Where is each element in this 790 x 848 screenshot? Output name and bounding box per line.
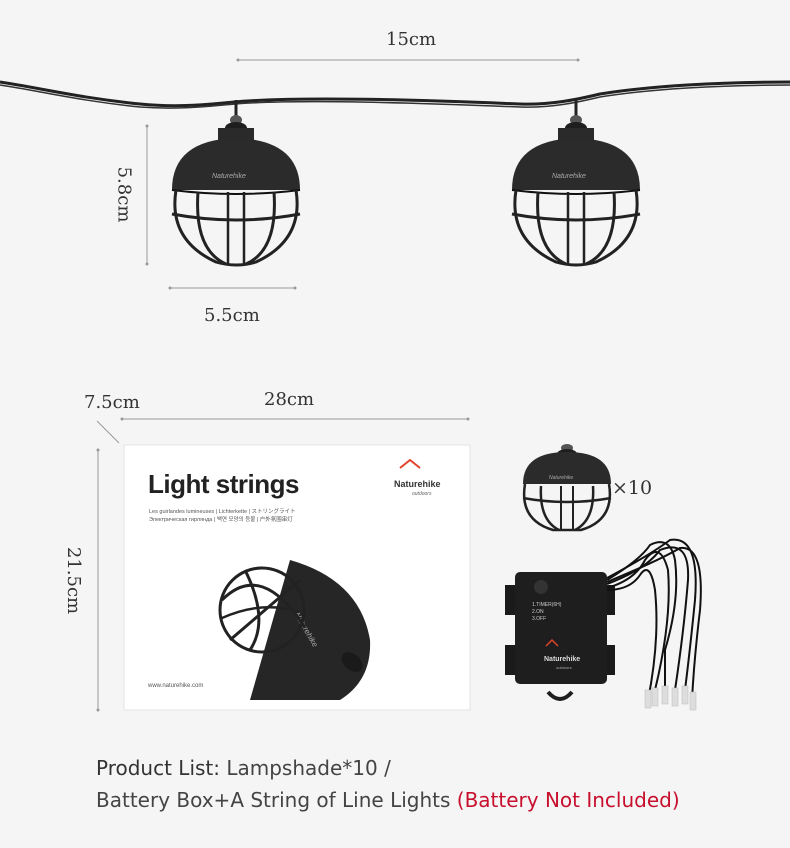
string-wire	[0, 80, 790, 108]
box-logo-mark	[399, 458, 421, 469]
small-lamp: Naturehike	[522, 444, 612, 532]
svg-text:Naturehike: Naturehike	[549, 475, 573, 481]
svg-text:Naturehike: Naturehike	[552, 173, 586, 180]
dim-label-box-depth: 7.5cm	[84, 392, 140, 413]
box-lamp-illustration: Naturehike	[218, 560, 371, 700]
string-wire-2	[0, 84, 790, 109]
battery-box: 1.TIMER(6H) 2.ON 3.OFF Naturehike outdoo…	[505, 572, 615, 701]
battery-mode-2: 2.ON	[532, 609, 544, 615]
lamp-1: Naturehike	[171, 100, 301, 267]
box-title: Light strings	[148, 469, 299, 499]
packaging-box: Light strings Les guirlandes lumineuses …	[124, 445, 470, 710]
dim-label-top-width: 15cm	[386, 29, 437, 50]
battery-mode-3: 3.OFF	[532, 616, 546, 622]
battery-brand: Naturehike	[544, 656, 580, 663]
lamp-2: Naturehike	[511, 100, 641, 267]
dim-line-box-depth	[96, 420, 120, 444]
caption-line-2-main: Battery Box+A String of Line Lights	[96, 788, 457, 812]
dim-label-lamp-width: 5.5cm	[204, 305, 260, 326]
box-url: www.naturehike.com	[148, 683, 204, 689]
svg-text:Naturehike: Naturehike	[212, 173, 246, 180]
battery-mode-1: 1.TIMER(6H)	[532, 602, 562, 608]
dim-label-lamp-height: 5.8cm	[113, 166, 135, 223]
caption-line-1: Product List: Lampshade*10 /	[96, 756, 391, 780]
caption-line-1-rest: Lampshade*10 /	[220, 756, 391, 780]
box-brand: Naturehike	[394, 479, 441, 489]
caption-warning: (Battery Not Included)	[456, 788, 680, 812]
box-brand-sub: outdoors	[412, 491, 432, 497]
dim-label-box-width: 28cm	[264, 389, 315, 410]
battery-brand-sub: outdoors	[556, 665, 572, 670]
dim-label-box-height: 21.5cm	[63, 546, 85, 615]
box-subtitle-1: Les guirlandes lumineuses | Lichterkette…	[149, 509, 296, 515]
wire-bundle	[606, 538, 702, 701]
box-subtitle-2: Электрическая гирлянда | 백연 모양의 등불 | 户外氛…	[149, 517, 293, 523]
caption-heading: Product List:	[96, 756, 220, 780]
caption-line-2: Battery Box+A String of Line Lights (Bat…	[96, 788, 680, 812]
quantity-label: ×10	[612, 477, 653, 499]
wire-tips	[644, 685, 697, 711]
